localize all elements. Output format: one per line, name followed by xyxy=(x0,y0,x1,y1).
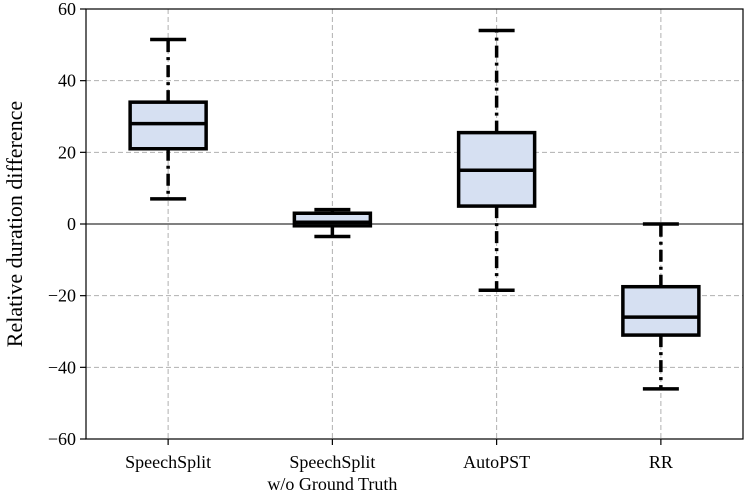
box-group xyxy=(621,222,701,391)
x-tick-label: w/o Ground Truth xyxy=(267,474,397,494)
box-group xyxy=(292,207,373,239)
y-axis-ticks: −60 −40 −20 0 20 40 60 xyxy=(48,0,86,449)
x-tick-label: SpeechSplit xyxy=(125,452,211,472)
y-tick-label: 0 xyxy=(67,214,76,234)
iqr-box xyxy=(621,284,701,337)
y-tick-label: −40 xyxy=(48,357,76,377)
x-tick-label: SpeechSplit xyxy=(289,452,375,472)
x-tick-label: RR xyxy=(649,452,673,472)
x-tick-label: AutoPST xyxy=(463,452,530,472)
box-layer xyxy=(128,28,701,391)
box-group xyxy=(456,28,537,293)
iqr-box xyxy=(128,100,208,151)
y-tick-label: −60 xyxy=(48,429,76,449)
y-axis-label: Relative duration difference xyxy=(2,101,27,347)
y-tick-label: 40 xyxy=(58,71,76,91)
y-tick-label: 60 xyxy=(58,0,76,19)
box-group xyxy=(128,37,208,201)
y-tick-label: −20 xyxy=(48,286,76,306)
y-tick-label: 20 xyxy=(58,142,76,162)
